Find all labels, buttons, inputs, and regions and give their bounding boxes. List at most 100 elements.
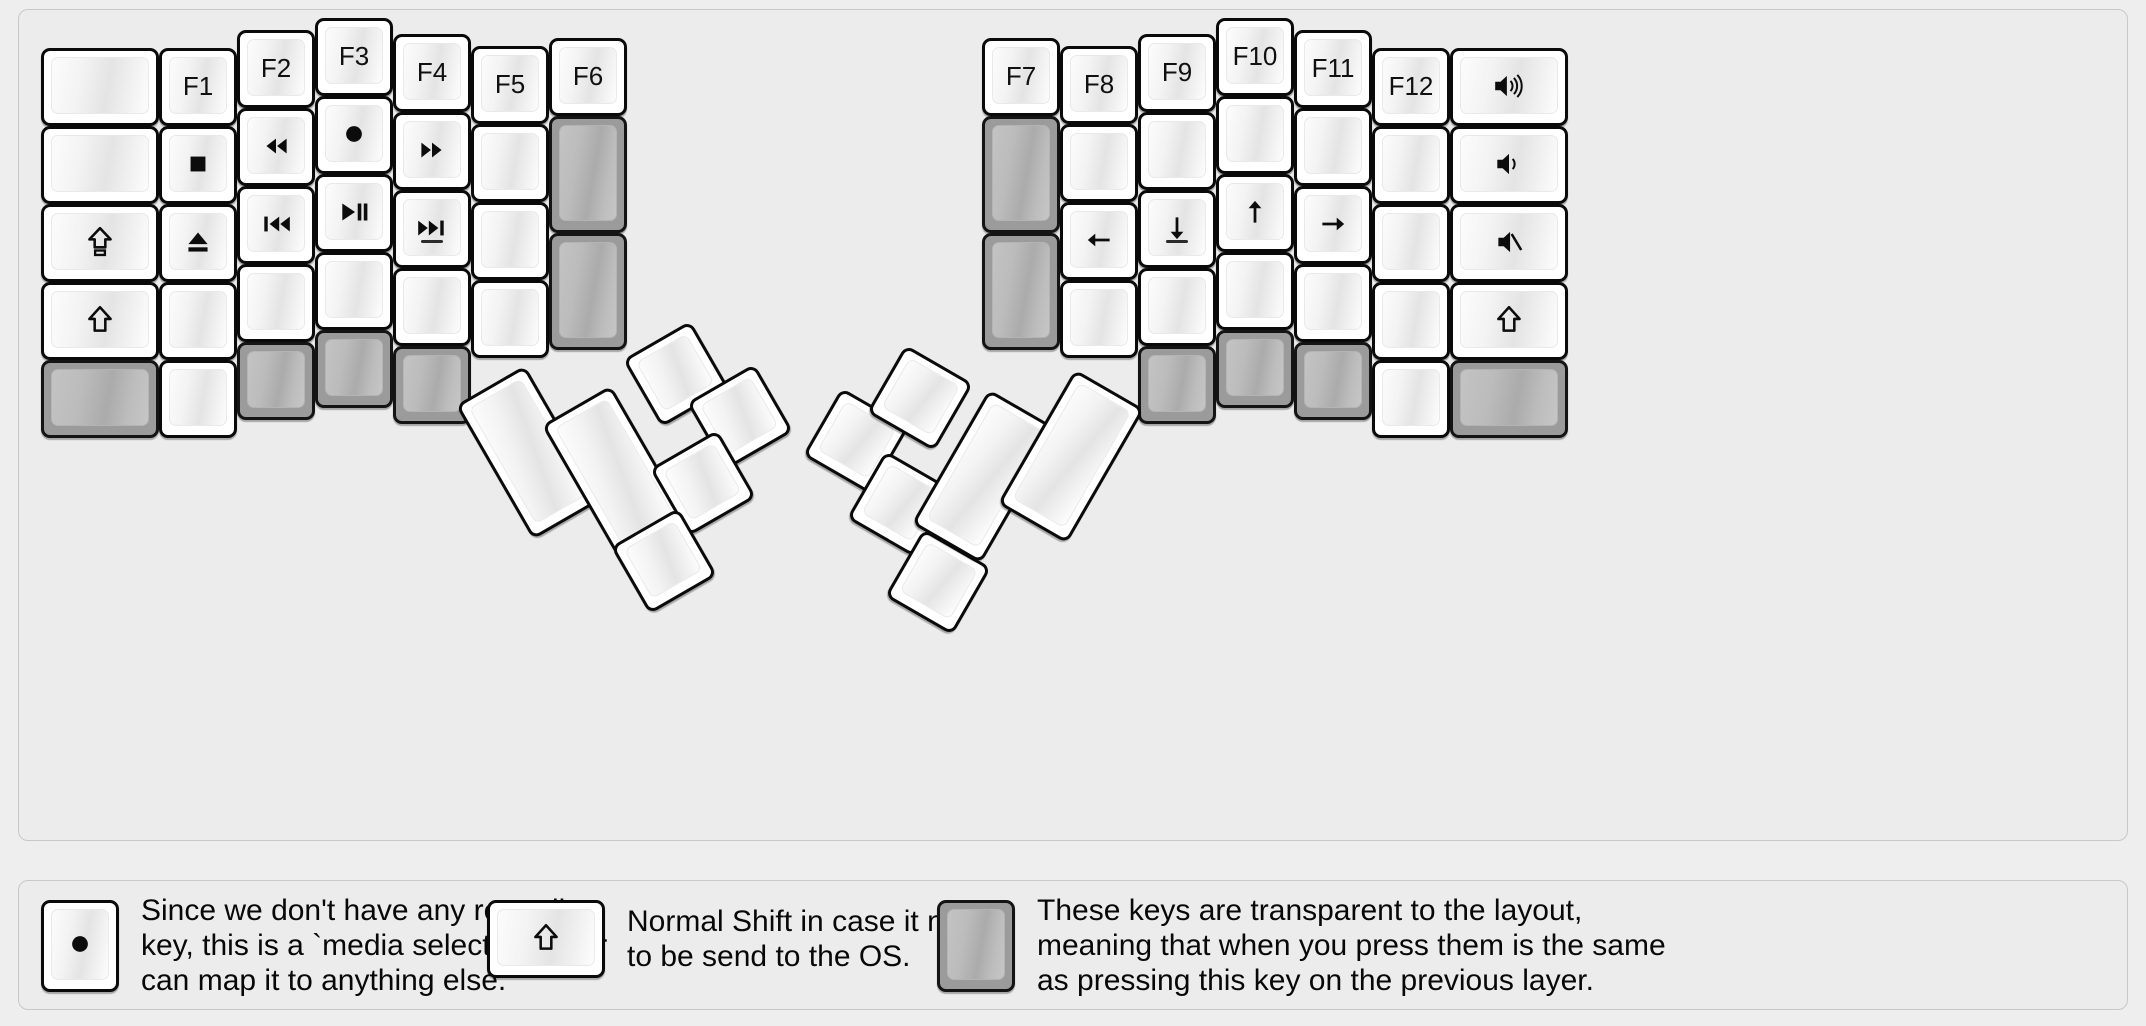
col-pinky-outer-key-1[interactable] bbox=[41, 48, 159, 126]
keycap-face bbox=[403, 121, 461, 178]
keycap-face: F1 bbox=[169, 57, 227, 114]
col-index-r-key-3[interactable] bbox=[1138, 190, 1216, 268]
col-index-inner-key-3[interactable] bbox=[471, 202, 549, 280]
col-index-inner-key-2[interactable] bbox=[471, 124, 549, 202]
keycap-face bbox=[325, 105, 383, 162]
keycap-face bbox=[623, 520, 703, 599]
legend-normal-shift-key[interactable] bbox=[487, 900, 605, 978]
keycap-face bbox=[481, 211, 539, 268]
col-index-key-4[interactable] bbox=[393, 268, 471, 346]
col-index-key-1[interactable]: F4 bbox=[393, 34, 471, 112]
col-middle-r-key-3[interactable] bbox=[1216, 174, 1294, 252]
keycap-face bbox=[403, 355, 461, 412]
col-thumb-reach-key-2[interactable] bbox=[549, 116, 627, 233]
col-index-key-2[interactable] bbox=[393, 112, 471, 190]
col-middle-key-4[interactable] bbox=[315, 252, 393, 330]
col-index-inner-r-key-2[interactable] bbox=[1060, 124, 1138, 202]
col-index-inner-r-key-1[interactable]: F8 bbox=[1060, 46, 1138, 124]
keycap-face bbox=[947, 908, 1005, 980]
col-thumb-reach-r-key-1[interactable]: F7 bbox=[982, 38, 1060, 116]
keycap-face bbox=[1226, 183, 1284, 240]
key-label: F5 bbox=[494, 68, 526, 99]
col-ring-r-key-5[interactable] bbox=[1294, 342, 1372, 420]
keycap-face: F7 bbox=[992, 47, 1050, 104]
col-ring-r-key-4[interactable] bbox=[1294, 264, 1372, 342]
col-pinky-outer-key-4[interactable] bbox=[41, 282, 159, 360]
col-index-inner-r-key-4[interactable] bbox=[1060, 280, 1138, 358]
col-ring-r-key-1[interactable]: F11 bbox=[1294, 30, 1372, 108]
col-thumb-reach-r-key-2[interactable] bbox=[982, 116, 1060, 233]
keycap-face bbox=[881, 357, 961, 436]
col-ring-key-4[interactable] bbox=[237, 264, 315, 342]
col-ring-key-5[interactable] bbox=[237, 342, 315, 420]
col-ring-key-3[interactable] bbox=[237, 186, 315, 264]
key-label: F1 bbox=[182, 70, 214, 101]
keycap-face bbox=[559, 242, 617, 338]
keycap-face bbox=[481, 289, 539, 346]
col-pinky-outer-r-key-3[interactable] bbox=[1450, 204, 1568, 282]
key-label: F11 bbox=[1311, 52, 1355, 83]
legend-transparent-text: These keys are transparent to the layout… bbox=[1037, 894, 1666, 998]
col-thumb-reach-r-key-3[interactable] bbox=[982, 233, 1060, 350]
col-ring-r-key-2[interactable] bbox=[1294, 108, 1372, 186]
col-index-key-3[interactable] bbox=[393, 190, 471, 268]
col-middle-r-key-5[interactable] bbox=[1216, 330, 1294, 408]
col-middle-r-key-2[interactable] bbox=[1216, 96, 1294, 174]
col-pinky-r-key-3[interactable] bbox=[1372, 204, 1450, 282]
keycap-face bbox=[1226, 339, 1284, 396]
keycap-face bbox=[1226, 105, 1284, 162]
col-pinky-key-1[interactable]: F1 bbox=[159, 48, 237, 126]
col-ring-key-2[interactable] bbox=[237, 108, 315, 186]
col-index-r-key-4[interactable] bbox=[1138, 268, 1216, 346]
caps-lock-arrow-icon bbox=[83, 225, 117, 259]
col-middle-key-5[interactable] bbox=[315, 330, 393, 408]
keycap-face bbox=[51, 291, 149, 348]
col-pinky-key-2[interactable] bbox=[159, 126, 237, 204]
col-pinky-outer-key-5[interactable] bbox=[41, 360, 159, 438]
col-index-r-key-5[interactable] bbox=[1138, 346, 1216, 424]
col-ring-r-key-3[interactable] bbox=[1294, 186, 1372, 264]
col-pinky-outer-r-key-5[interactable] bbox=[1450, 360, 1568, 438]
keycap-face bbox=[1070, 211, 1128, 268]
legend-media-select-key[interactable] bbox=[41, 899, 119, 992]
col-pinky-r-key-4[interactable] bbox=[1372, 282, 1450, 360]
col-index-r-key-1[interactable]: F9 bbox=[1138, 34, 1216, 112]
col-pinky-key-5[interactable] bbox=[159, 360, 237, 438]
homing-bar bbox=[421, 240, 443, 243]
col-middle-key-1[interactable]: F3 bbox=[315, 18, 393, 96]
col-pinky-outer-key-2[interactable] bbox=[41, 126, 159, 204]
col-index-inner-key-4[interactable] bbox=[471, 280, 549, 358]
keycap-face bbox=[247, 195, 305, 252]
col-thumb-reach-key-3[interactable] bbox=[549, 233, 627, 350]
legend-transparent-key[interactable] bbox=[937, 899, 1015, 992]
col-pinky-r-key-1[interactable]: F12 bbox=[1372, 48, 1450, 126]
media-record-icon bbox=[337, 117, 371, 151]
col-index-r-key-2[interactable] bbox=[1138, 112, 1216, 190]
keycap-face bbox=[1460, 369, 1558, 426]
media-rewind-icon bbox=[259, 129, 293, 163]
arrow-up-icon bbox=[1238, 195, 1272, 229]
col-index-inner-r-key-3[interactable] bbox=[1060, 202, 1138, 280]
col-middle-r-key-1[interactable]: F10 bbox=[1216, 18, 1294, 96]
col-pinky-outer-key-3[interactable] bbox=[41, 204, 159, 282]
col-pinky-key-4[interactable] bbox=[159, 282, 237, 360]
keycap-face bbox=[403, 277, 461, 334]
col-pinky-outer-r-key-2[interactable] bbox=[1450, 126, 1568, 204]
col-pinky-outer-r-key-4[interactable] bbox=[1450, 282, 1568, 360]
keycap-face bbox=[51, 57, 149, 114]
keycap-face: F2 bbox=[247, 39, 305, 96]
col-pinky-r-key-5[interactable] bbox=[1372, 360, 1450, 438]
col-middle-key-2[interactable] bbox=[315, 96, 393, 174]
keycap-face: F8 bbox=[1070, 55, 1128, 112]
col-thumb-reach-key-1[interactable]: F6 bbox=[549, 38, 627, 116]
keycap-face bbox=[1012, 382, 1132, 529]
col-ring-key-1[interactable]: F2 bbox=[237, 30, 315, 108]
col-pinky-r-key-2[interactable] bbox=[1372, 126, 1450, 204]
col-pinky-key-3[interactable] bbox=[159, 204, 237, 282]
keycap-face bbox=[662, 442, 742, 521]
col-middle-key-3[interactable] bbox=[315, 174, 393, 252]
col-pinky-outer-r-key-1[interactable] bbox=[1450, 48, 1568, 126]
col-middle-r-key-4[interactable] bbox=[1216, 252, 1294, 330]
col-index-inner-key-1[interactable]: F5 bbox=[471, 46, 549, 124]
